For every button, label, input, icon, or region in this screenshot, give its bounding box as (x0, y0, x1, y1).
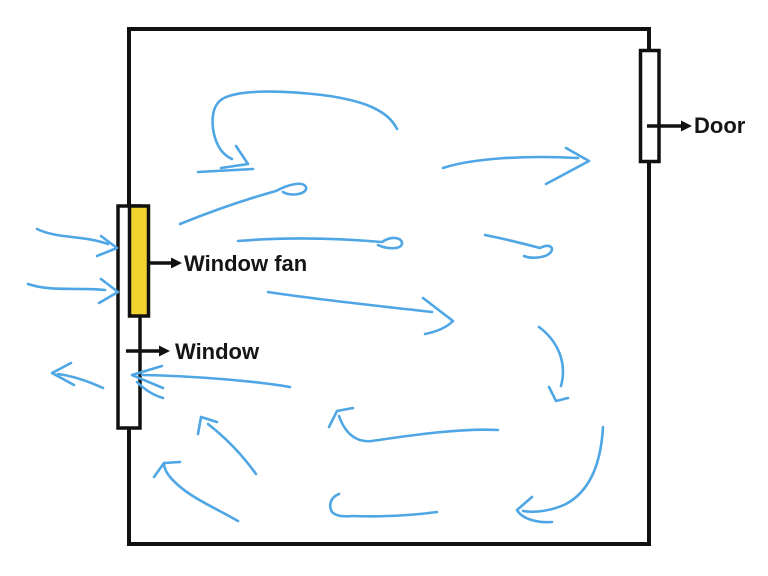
room-outline (127, 27, 651, 546)
flow-bottom-left-curve (152, 460, 182, 479)
flow-outside-lower (97, 277, 120, 305)
flow-bottom-curl (328, 492, 439, 518)
window-fan (127, 204, 151, 318)
flow-outside-upper (95, 234, 119, 258)
flow-top-loop (196, 167, 255, 174)
flow-down-right (547, 385, 570, 403)
window-label: Window (175, 339, 260, 364)
flow-outside-exit (50, 361, 76, 387)
flow-left-hook-mid (327, 406, 355, 429)
flow-diagonal-up (196, 415, 219, 436)
flow-left-hook-mid (337, 414, 500, 443)
flow-outside-exit (56, 372, 105, 390)
flow-mid-long (236, 236, 404, 250)
door (638, 48, 661, 164)
flow-into-window (130, 364, 165, 390)
flow-down-right (537, 325, 565, 388)
flow-upper-right (441, 155, 580, 170)
window-pointer-arrow (126, 345, 170, 357)
flow-right-hook (483, 233, 554, 259)
flow-top-loop (219, 144, 250, 170)
flow-upper-right (544, 146, 591, 186)
flow-center-right (421, 296, 455, 336)
flow-big-sweep (515, 495, 554, 524)
flow-center-right (266, 290, 434, 314)
door-label: Door (694, 113, 746, 138)
flow-bottom-left-curve (162, 462, 240, 523)
flow-big-sweep (521, 425, 605, 514)
airflow-layer (26, 90, 605, 524)
door-pointer-arrow (647, 120, 692, 132)
flow-into-window (135, 380, 165, 400)
window-fan-label: Window fan (184, 251, 308, 276)
flow-into-window (140, 373, 292, 389)
flow-diagonal-up (206, 422, 258, 476)
flow-outside-upper (35, 227, 110, 246)
flow-outside-lower (26, 282, 107, 292)
flow-upper-curl (178, 182, 308, 226)
flow-top-loop (211, 90, 399, 161)
window-fan-pointer-arrow (150, 257, 182, 269)
